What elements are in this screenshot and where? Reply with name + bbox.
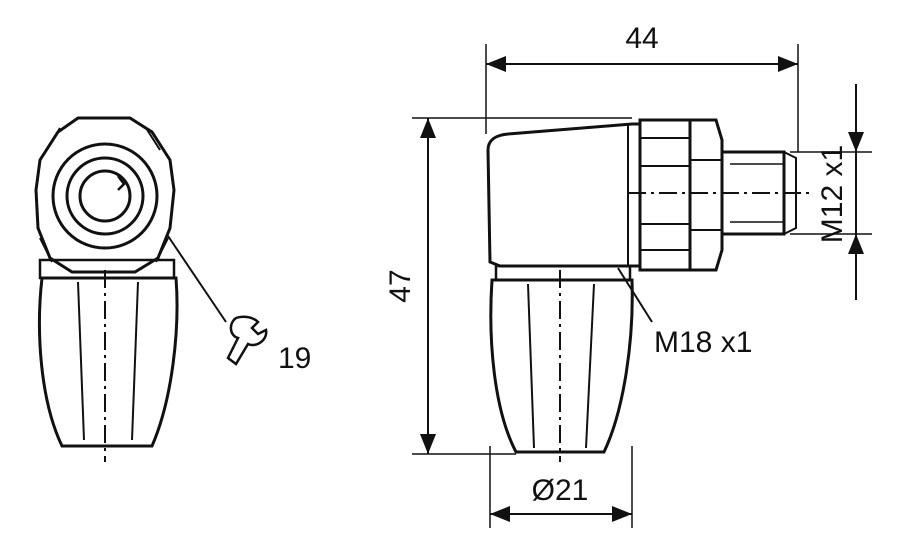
dimension-width: 44 xyxy=(485,22,799,152)
diameter-label: Ø21 xyxy=(532,474,589,507)
nut-block xyxy=(638,118,692,272)
dimension-height: 47 xyxy=(384,117,632,455)
wrench-size-label: 19 xyxy=(278,342,311,375)
side-view xyxy=(486,118,810,462)
outer-ring xyxy=(51,142,159,250)
dimension-thread-side: M12 x1 xyxy=(790,84,872,300)
hex-nut-side xyxy=(688,118,724,272)
thread-nut-label: M18 x1 xyxy=(654,326,752,359)
bore xyxy=(78,169,132,223)
dimension-diameter: Ø21 xyxy=(489,446,633,528)
boot-front xyxy=(37,276,179,448)
front-view xyxy=(34,116,227,462)
thread-side-label: M12 x1 xyxy=(816,145,849,243)
housing-head xyxy=(486,122,642,268)
inner-ring xyxy=(65,156,145,236)
height-dim-label: 47 xyxy=(384,269,417,302)
boot-side xyxy=(489,278,634,454)
collar-side xyxy=(494,264,632,282)
wrench-icon xyxy=(226,315,268,366)
width-dim-label: 44 xyxy=(625,22,658,55)
